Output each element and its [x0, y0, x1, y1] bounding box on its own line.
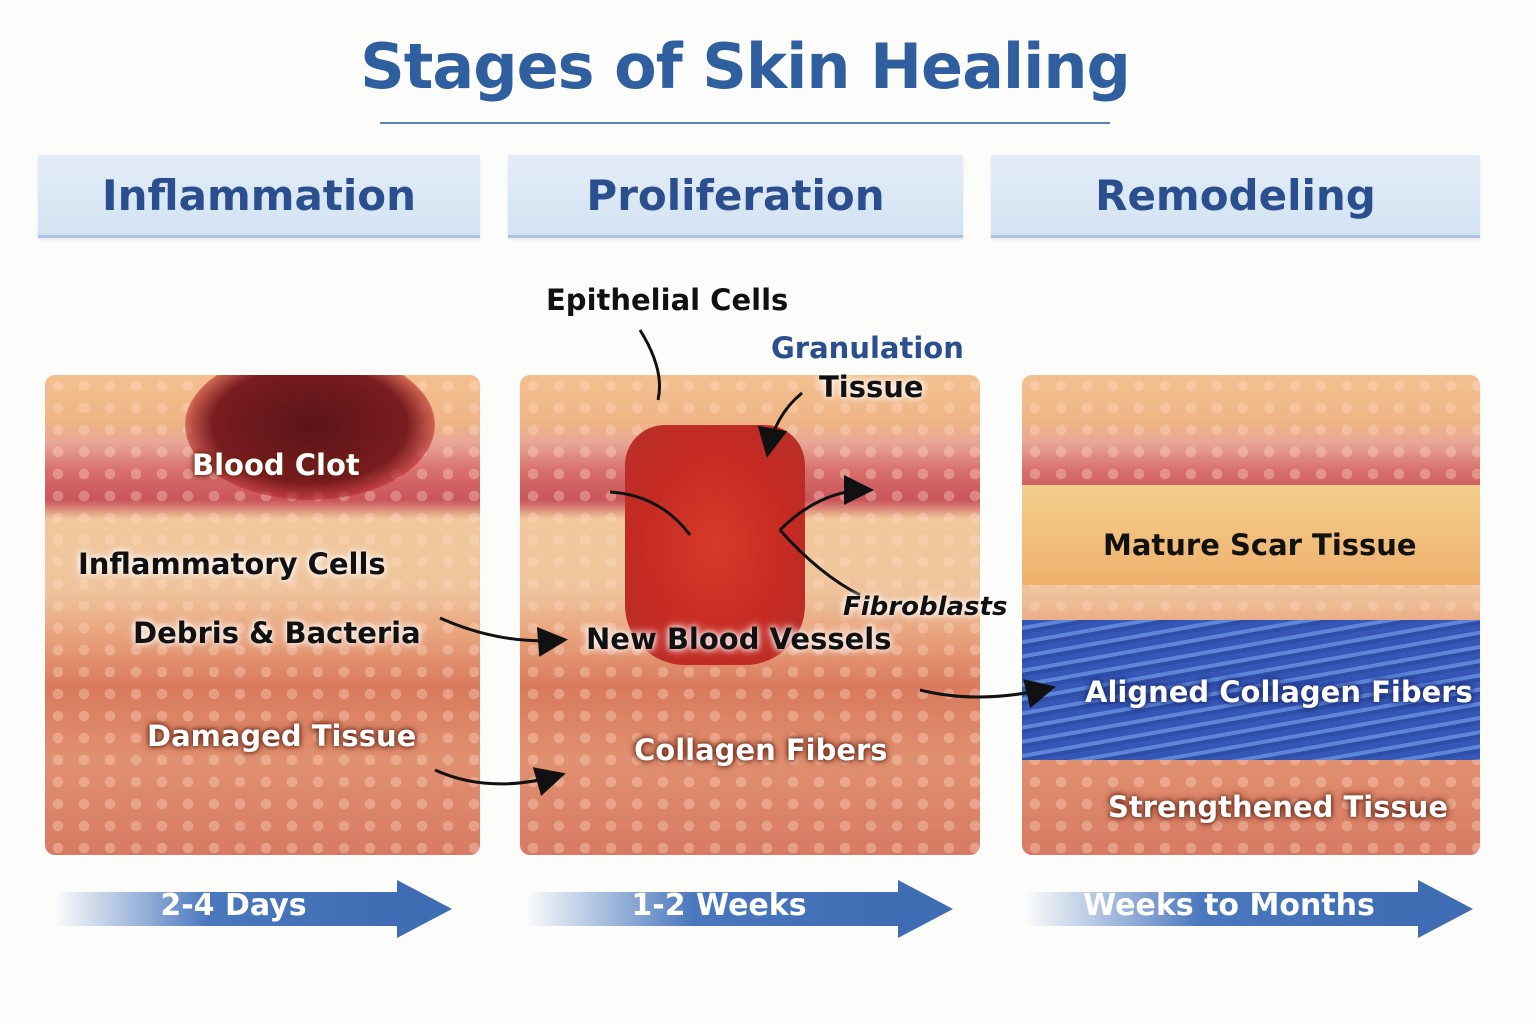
label-strengthened-tissue: Strengthened Tissue: [1108, 790, 1449, 824]
stage-header-proliferation: Proliferation: [508, 155, 963, 238]
label-tissue: Tissue: [819, 370, 924, 404]
duration-arrow-remodeling: Weeks to Months: [1025, 880, 1473, 938]
title-underline: [380, 122, 1110, 124]
label-collagen-fibers: Collagen Fibers: [634, 733, 888, 767]
inflammation-skin-illustration: [45, 375, 480, 855]
label-epithelial-cells: Epithelial Cells: [546, 283, 789, 317]
label-new-blood-vessels: New Blood Vessels: [586, 622, 892, 656]
remodeling-skin-illustration: [1022, 375, 1480, 855]
page-title: Stages of Skin Healing: [360, 30, 1131, 103]
aligned-collagen-shape: [1022, 620, 1480, 760]
duration-label: 1-2 Weeks: [631, 888, 807, 923]
label-blood-clot: Blood Clot: [192, 448, 360, 482]
proliferation-skin-illustration: [520, 375, 980, 855]
granulation-tissue-shape: [625, 425, 805, 665]
stage-header-remodeling: Remodeling: [991, 155, 1480, 238]
duration-label: 2-4 Days: [160, 888, 307, 923]
label-inflammatory-cells: Inflammatory Cells: [78, 547, 386, 581]
label-mature-scar-tissue: Mature Scar Tissue: [1103, 528, 1417, 562]
label-debris-bacteria: Debris & Bacteria: [133, 616, 421, 650]
duration-label: Weeks to Months: [1083, 888, 1375, 923]
label-damaged-tissue: Damaged Tissue: [147, 719, 417, 753]
stage-header-inflammation: Inflammation: [38, 155, 480, 238]
label-aligned-collagen-fibers: Aligned Collagen Fibers: [1085, 675, 1473, 709]
label-granulation: Granulation: [771, 331, 964, 365]
blood-clot-shape: [185, 375, 435, 500]
duration-arrow-inflammation: 2-4 Days: [55, 880, 452, 938]
duration-arrow-proliferation: 1-2 Weeks: [525, 880, 953, 938]
label-fibroblasts: Fibroblasts: [843, 592, 1008, 622]
scar-layer-shape: [1022, 485, 1480, 585]
